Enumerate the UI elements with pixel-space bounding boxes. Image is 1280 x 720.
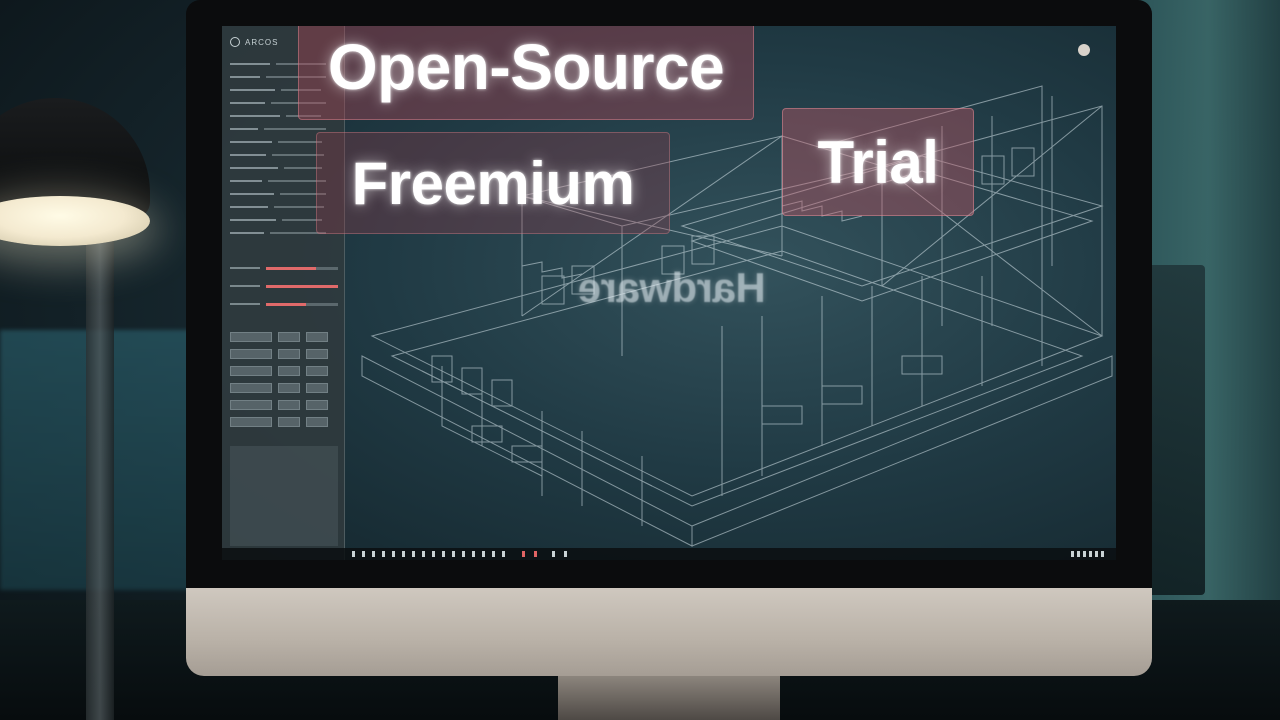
input-field[interactable]	[306, 332, 328, 342]
input-field[interactable]	[230, 349, 272, 359]
label-mirrored: Hardware	[578, 264, 766, 311]
property-row[interactable]	[230, 151, 338, 158]
panel-empty-area	[230, 446, 338, 546]
property-row[interactable]	[230, 125, 338, 132]
property-row[interactable]	[230, 164, 338, 171]
property-row[interactable]	[230, 203, 338, 210]
property-row[interactable]	[230, 99, 338, 106]
label-trial: Trial	[782, 108, 974, 216]
input-field[interactable]	[230, 400, 272, 410]
input-field[interactable]	[306, 383, 328, 393]
wireframe-building-model[interactable]	[222, 26, 1116, 560]
taskbar-icon[interactable]	[552, 551, 555, 557]
system-tray[interactable]	[1071, 551, 1104, 557]
property-row[interactable]	[230, 60, 338, 67]
property-row[interactable]	[230, 86, 338, 93]
taskbar-icon[interactable]	[402, 551, 405, 557]
slider[interactable]	[266, 266, 338, 270]
monitor: ARCOS	[186, 0, 1152, 720]
desk-lamp-pole	[86, 240, 114, 720]
taskbar-icon[interactable]	[564, 551, 567, 557]
taskbar-icon[interactable]	[492, 551, 495, 557]
taskbar-icon[interactable]	[392, 551, 395, 557]
monitor-chin	[186, 588, 1152, 676]
property-row[interactable]	[230, 112, 338, 119]
label-open-source: Open-Source	[298, 26, 754, 120]
property-row[interactable]	[230, 138, 338, 145]
taskbar-icon[interactable]	[442, 551, 445, 557]
taskbar-icon[interactable]	[472, 551, 475, 557]
slider-row[interactable]	[230, 282, 338, 290]
desk-lamp-bulb	[0, 196, 150, 246]
screen[interactable]: ARCOS	[222, 26, 1116, 560]
input-field[interactable]	[278, 383, 300, 393]
field-group[interactable]	[230, 332, 338, 434]
input-field[interactable]	[278, 366, 300, 376]
input-field[interactable]	[230, 332, 272, 342]
property-list[interactable]	[230, 60, 338, 242]
input-field[interactable]	[306, 400, 328, 410]
taskbar-icon[interactable]	[462, 551, 465, 557]
taskbar-icon[interactable]	[502, 551, 505, 557]
property-row[interactable]	[230, 190, 338, 197]
taskbar-icon[interactable]	[422, 551, 425, 557]
input-field[interactable]	[278, 400, 300, 410]
input-field[interactable]	[230, 383, 272, 393]
input-field[interactable]	[278, 349, 300, 359]
property-row[interactable]	[230, 216, 338, 223]
input-field[interactable]	[230, 366, 272, 376]
app-logo-icon	[230, 37, 240, 47]
input-field[interactable]	[306, 349, 328, 359]
taskbar-icon[interactable]	[452, 551, 455, 557]
slider-group[interactable]	[230, 264, 338, 318]
slider[interactable]	[266, 302, 338, 306]
taskbar-icon[interactable]	[382, 551, 385, 557]
label-freemium: Freemium	[316, 132, 670, 234]
taskbar-icon[interactable]	[362, 551, 365, 557]
taskbar-icon[interactable]	[372, 551, 375, 557]
tool-panel[interactable]: ARCOS	[222, 26, 345, 560]
camera-icon	[1078, 44, 1090, 56]
app-brand-name: ARCOS	[245, 37, 279, 47]
taskbar-icon[interactable]	[522, 551, 525, 557]
input-field[interactable]	[306, 366, 328, 376]
input-field[interactable]	[306, 417, 328, 427]
property-row[interactable]	[230, 177, 338, 184]
slider-row[interactable]	[230, 300, 338, 308]
input-field[interactable]	[230, 417, 272, 427]
monitor-stand	[558, 676, 780, 720]
taskbar-icon[interactable]	[432, 551, 435, 557]
taskbar-icon[interactable]	[412, 551, 415, 557]
taskbar-icon[interactable]	[534, 551, 537, 557]
property-row[interactable]	[230, 229, 338, 236]
input-field[interactable]	[278, 332, 300, 342]
input-field[interactable]	[278, 417, 300, 427]
slider[interactable]	[266, 284, 338, 288]
taskbar[interactable]	[222, 548, 1116, 560]
app-brand: ARCOS	[230, 34, 278, 50]
taskbar-icon[interactable]	[352, 551, 355, 557]
taskbar-icon[interactable]	[482, 551, 485, 557]
slider-row[interactable]	[230, 264, 338, 272]
property-row[interactable]	[230, 73, 338, 80]
